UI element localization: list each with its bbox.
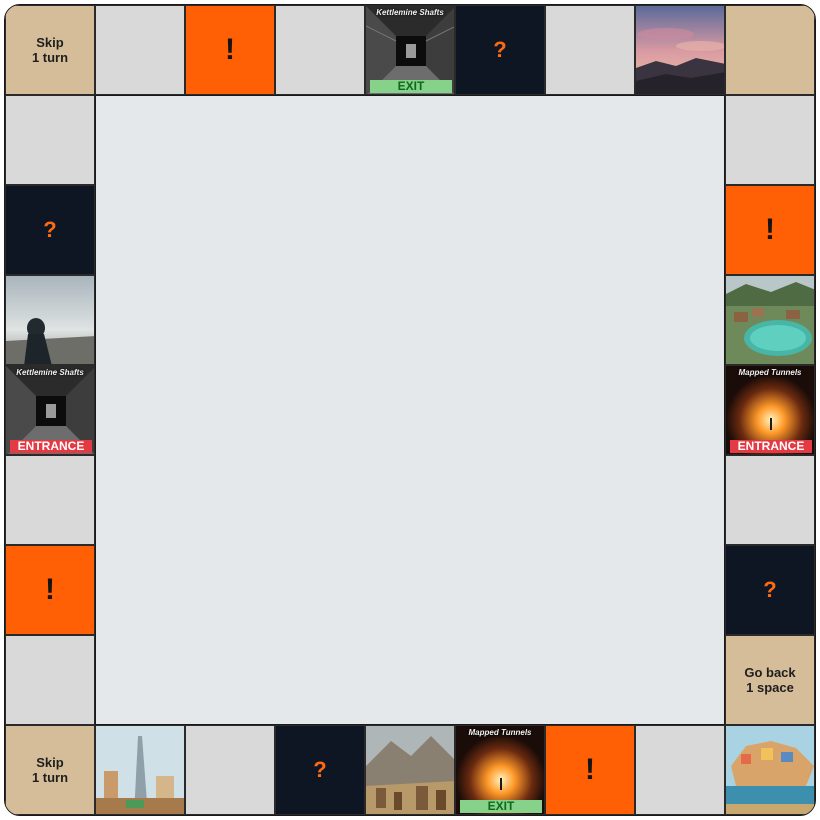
empty-space[interactable] <box>5 635 95 725</box>
futuristic-city-space[interactable] <box>95 725 185 815</box>
corner-skip-turn-top-left[interactable]: Skip 1 turn <box>5 5 95 95</box>
mapped-tunnels-exit-space[interactable]: Mapped Tunnels EXIT <box>455 725 545 815</box>
exclamation-icon: ! <box>225 33 235 66</box>
mystery-space[interactable]: ? <box>5 185 95 275</box>
empty-space[interactable] <box>725 95 815 185</box>
exclamation-icon: ! <box>765 213 775 246</box>
kettlemine-shafts-exit-space[interactable]: Kettlemine Shafts EXIT <box>365 5 455 95</box>
empty-space[interactable] <box>185 725 275 815</box>
mapped-tunnels-entrance-space[interactable]: Mapped Tunnels ENTRANCE <box>725 365 815 455</box>
game-board: Skip 1 turn ! Kettlemine Shafts EXIT ? <box>4 4 816 816</box>
location-title: Mapped Tunnels <box>738 368 802 377</box>
location-title: Mapped Tunnels <box>468 728 532 737</box>
mystery-space[interactable]: ? <box>275 725 365 815</box>
question-mark-icon: ? <box>43 217 57 242</box>
empty-space[interactable] <box>635 725 725 815</box>
empty-space[interactable] <box>725 455 815 545</box>
kettlemine-shafts-entrance-space[interactable]: Kettlemine Shafts ENTRANCE <box>5 365 95 455</box>
corner-space-top-right[interactable] <box>725 5 815 95</box>
exclamation-icon: ! <box>585 753 595 786</box>
empty-space[interactable] <box>5 455 95 545</box>
exclamation-icon: ! <box>45 573 55 606</box>
exit-tag: EXIT <box>370 80 452 93</box>
mystery-space[interactable]: ? <box>725 545 815 635</box>
location-title: Kettlemine Shafts <box>16 368 84 377</box>
lake-village-space[interactable] <box>725 275 815 365</box>
glowing-tunnel-image <box>726 366 814 454</box>
corner-label: Skip 1 turn <box>31 755 69 785</box>
mountain-town-image <box>366 726 454 814</box>
futuristic-city-image <box>96 726 184 814</box>
go-back-label: Go back 1 space <box>744 665 796 695</box>
hooded-figure-image <box>6 276 94 364</box>
corner-label: Skip 1 turn <box>31 35 69 65</box>
action-space[interactable]: ! <box>725 185 815 275</box>
go-back-space[interactable]: Go back 1 space <box>725 635 815 725</box>
dusk-landscape-space[interactable] <box>635 5 725 95</box>
dusk-landscape-image <box>636 6 724 94</box>
board-center <box>95 95 725 725</box>
action-space[interactable]: ! <box>185 5 275 95</box>
exit-tag: EXIT <box>460 800 542 813</box>
hooded-figure-space[interactable] <box>5 275 95 365</box>
empty-space[interactable] <box>5 95 95 185</box>
corner-skip-turn-bottom-left[interactable]: Skip 1 turn <box>5 725 95 815</box>
entrance-tag: ENTRANCE <box>730 440 812 453</box>
empty-space[interactable] <box>95 5 185 95</box>
glowing-tunnel-image <box>456 726 544 814</box>
lake-village-image <box>726 276 814 364</box>
location-title: Kettlemine Shafts <box>376 8 444 17</box>
empty-space[interactable] <box>275 5 365 95</box>
mountain-town-space[interactable] <box>365 725 455 815</box>
question-mark-icon: ? <box>313 757 327 782</box>
action-space[interactable]: ! <box>545 725 635 815</box>
empty-space[interactable] <box>545 5 635 95</box>
mystery-space[interactable]: ? <box>455 5 545 95</box>
harbor-town-image <box>726 726 814 814</box>
action-space[interactable]: ! <box>5 545 95 635</box>
question-mark-icon: ? <box>763 577 777 602</box>
entrance-tag: ENTRANCE <box>10 440 92 453</box>
question-mark-icon: ? <box>493 37 507 62</box>
harbor-town-space[interactable] <box>725 725 815 815</box>
